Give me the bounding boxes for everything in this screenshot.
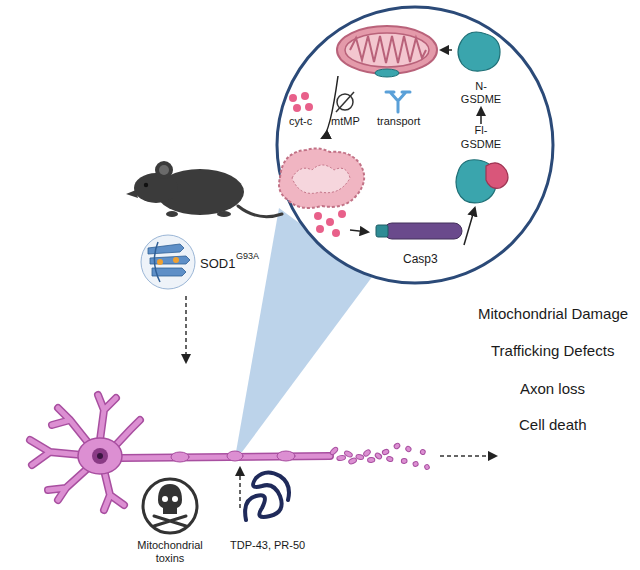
axon-fragment bbox=[355, 454, 364, 460]
node-label: N-GSDME bbox=[458, 80, 504, 108]
protein-aggregate bbox=[245, 472, 289, 520]
released-cyt-c bbox=[314, 210, 346, 237]
node-box: Fl-GSDME bbox=[450, 124, 512, 208]
cyt-c-icon bbox=[289, 92, 313, 112]
text-label: Axon loss bbox=[520, 380, 585, 398]
axon-fragment bbox=[405, 445, 412, 452]
axon-fragment bbox=[386, 456, 393, 463]
text-label: G93A bbox=[236, 251, 259, 262]
mouse bbox=[126, 161, 282, 217]
axon-fragment bbox=[348, 457, 357, 465]
axon-fragment bbox=[374, 452, 382, 460]
arrow-damage bbox=[322, 76, 338, 138]
axon-fragment bbox=[420, 449, 426, 455]
casp3-shape bbox=[376, 223, 462, 239]
axon-fragment bbox=[401, 459, 407, 464]
dashed-arrow bbox=[239, 468, 241, 508]
text-label: Cell death bbox=[519, 416, 587, 434]
text-label: Mitochondrial toxins bbox=[124, 539, 216, 565]
text-label: mtMP bbox=[331, 115, 360, 128]
connector-arrow bbox=[480, 108, 482, 124]
text-label: Mitochondrial Damage bbox=[478, 305, 628, 323]
text-label: transport bbox=[377, 115, 420, 128]
healthy-mitochondrion bbox=[337, 26, 437, 77]
text-label: SOD1 bbox=[200, 256, 235, 272]
axon-fragment bbox=[382, 449, 390, 456]
text-label: Trafficking Defects bbox=[491, 342, 614, 360]
text-label: cyt-c bbox=[289, 115, 312, 128]
dashed-arrow bbox=[185, 296, 187, 362]
axon-fragment bbox=[329, 446, 339, 456]
text-label: TDP-43, PR-50 bbox=[230, 539, 305, 552]
damaged-mitochondrion bbox=[279, 148, 364, 208]
node-box: Casp3 bbox=[376, 222, 464, 268]
axon-fragment bbox=[337, 455, 346, 461]
axon-fragment bbox=[393, 442, 401, 449]
axon-fragment bbox=[344, 450, 354, 458]
connector-arrow bbox=[464, 208, 475, 245]
neuron bbox=[30, 395, 430, 510]
dashed-arrow bbox=[440, 455, 496, 457]
skull-icon bbox=[143, 479, 197, 533]
sod1-protein bbox=[141, 235, 195, 289]
axon-fragment bbox=[367, 457, 374, 462]
axon-fragment bbox=[424, 464, 430, 470]
transport-icon bbox=[386, 92, 410, 112]
n-gsdme-shape bbox=[458, 32, 500, 71]
node-box: N-GSDME bbox=[450, 30, 512, 108]
arrow-gsdme-to-mito bbox=[441, 49, 452, 51]
zoom-circle bbox=[277, 7, 553, 283]
axon-fragment bbox=[413, 461, 419, 467]
axon-fragment bbox=[363, 449, 372, 457]
node-label: Fl-GSDME bbox=[458, 124, 504, 152]
node-label: Casp3 bbox=[403, 252, 438, 267]
fl-gsdme-shape bbox=[456, 160, 508, 203]
arrow-to-casp3 bbox=[350, 230, 368, 232]
mtmp-icon bbox=[336, 92, 354, 112]
